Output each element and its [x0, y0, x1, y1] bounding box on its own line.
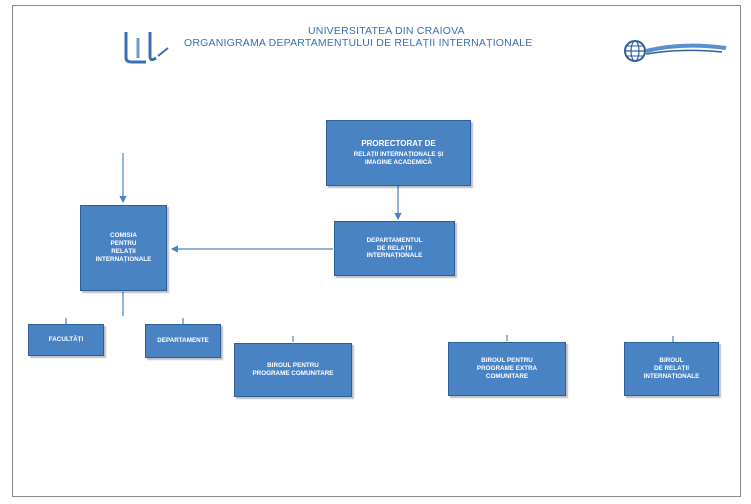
node-biroul-programe-line2: PROGRAME COMUNITARE — [252, 370, 334, 377]
node-prorectorat-line1: RELAȚII INTERNAȚIONALE ȘI — [353, 151, 444, 159]
globe-logo — [624, 40, 727, 62]
node-comisie-line4: INTERNAȚIONALE — [95, 255, 152, 263]
node-departamente-line1: DEPARTAMENTE — [157, 337, 209, 345]
university-logo — [124, 32, 169, 64]
node-biroul-programe-line1: BIROUL PENTRU — [267, 362, 319, 370]
node-biroul-relatii-line2: DE RELAȚII — [654, 365, 689, 373]
node-biroul-mobilitati-line2: PROGRAME EXTRA — [476, 365, 538, 373]
node-biroul-programe-comunitare: BIROUL PENTRU PROGRAME COMUNITARE — [234, 343, 352, 397]
node-prorectorat-line2: IMAGINE ACADEMICĂ — [365, 159, 432, 166]
node-prorectorat: PRORECTORAT DE RELAȚII INTERNAȚIONALE ȘI… — [326, 120, 471, 186]
node-departament-line2: DE RELAȚII — [377, 244, 412, 252]
node-comisie-line1: COMISIA — [110, 232, 137, 240]
header-organigram-title: ORGANIGRAMA DEPARTAMENTULUI DE RELAȚII I… — [184, 37, 533, 49]
node-biroul-mobilitati-line1: BIROUL PENTRU — [481, 357, 533, 365]
node-biroul-mobilitati-line3: COMUNITARE — [485, 372, 529, 380]
node-biroul-relatii-line3: INTERNAȚIONALE — [643, 372, 700, 380]
node-departament-line1: DEPARTAMENTUL — [366, 236, 423, 244]
node-facultati: FACULTĂȚI — [28, 324, 104, 356]
header-university: UNIVERSITATEA DIN CRAIOVA — [308, 25, 465, 37]
node-prorectorat-title: PRORECTORAT DE — [361, 139, 436, 149]
node-departament-line3: INTERNAȚIONALE — [366, 252, 423, 260]
node-departament: DEPARTAMENTUL DE RELAȚII INTERNAȚIONALE — [334, 221, 455, 276]
node-comisie-line2: PENTRU — [110, 240, 137, 248]
node-biroul-relatii: BIROUL DE RELAȚII INTERNAȚIONALE — [624, 342, 719, 396]
node-facultati-line1: FACULTĂȚI — [48, 336, 84, 344]
node-departamente: DEPARTAMENTE — [145, 324, 221, 358]
node-comisie: COMISIA PENTRU RELAȚII INTERNAȚIONALE — [80, 205, 167, 291]
node-comisie-line3: RELAȚII — [111, 248, 136, 255]
node-biroul-relatii-line1: BIROUL — [659, 357, 684, 365]
node-biroul-extra-comunitare: BIROUL PENTRU PROGRAME EXTRA COMUNITARE — [448, 342, 566, 396]
